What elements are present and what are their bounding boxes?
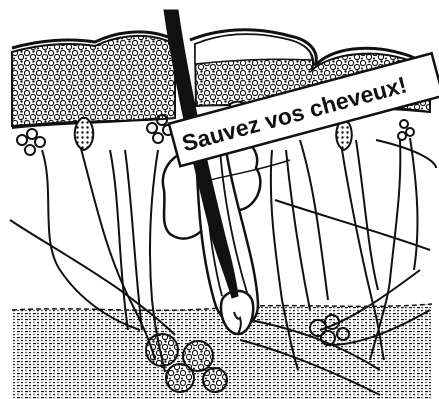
sweat-gland-left [75, 118, 94, 150]
hair-bulb [221, 291, 253, 334]
epidermis-layer [12, 36, 175, 126]
